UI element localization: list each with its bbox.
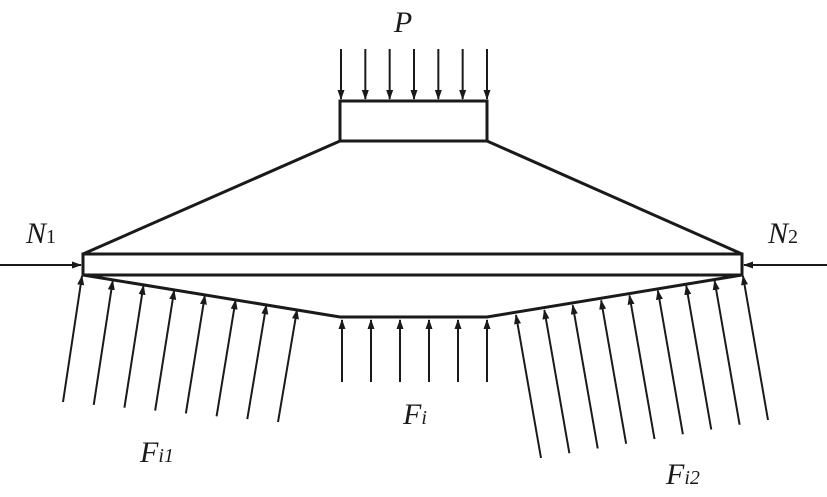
load-label: P [393,6,412,39]
beam [81,252,744,277]
right-reaction-arrow [684,284,713,430]
left-axial-label: N1 [25,217,56,250]
left-reaction-arrow [277,309,299,423]
left-reaction-arrow [123,284,146,408]
upper-trapezoid [82,139,743,256]
right-reaction-arrow [514,314,542,459]
structure [81,99,744,319]
right-reaction-label: Fi2 [665,458,700,491]
top-block [338,99,489,143]
right-reaction-arrow [712,279,741,425]
right-reaction-arrows [514,275,769,459]
left-reaction-arrow [62,275,85,403]
left-reaction-arrow [154,289,177,411]
right-reaction-arrow [741,275,769,421]
right-reaction-arrow [542,309,571,454]
right-axial-label: N2 [767,217,798,250]
left-reaction-arrow [92,279,115,406]
top-load-arrows [337,49,491,100]
right-reaction-arrow [655,289,684,435]
right-reaction-arrow [570,304,599,449]
left-reaction-arrow [246,304,269,420]
left-reaction-arrow [184,294,207,414]
right-reaction-arrow [627,294,656,440]
left-reaction-arrows [62,275,299,423]
lower-boundary [82,273,743,319]
center-reaction-label: Fi [402,398,427,431]
left-reaction-arrow [215,299,238,417]
center-reaction-arrows [338,319,491,382]
right-reaction-arrow [599,299,628,444]
left-reaction-label: Fi1 [139,436,174,469]
